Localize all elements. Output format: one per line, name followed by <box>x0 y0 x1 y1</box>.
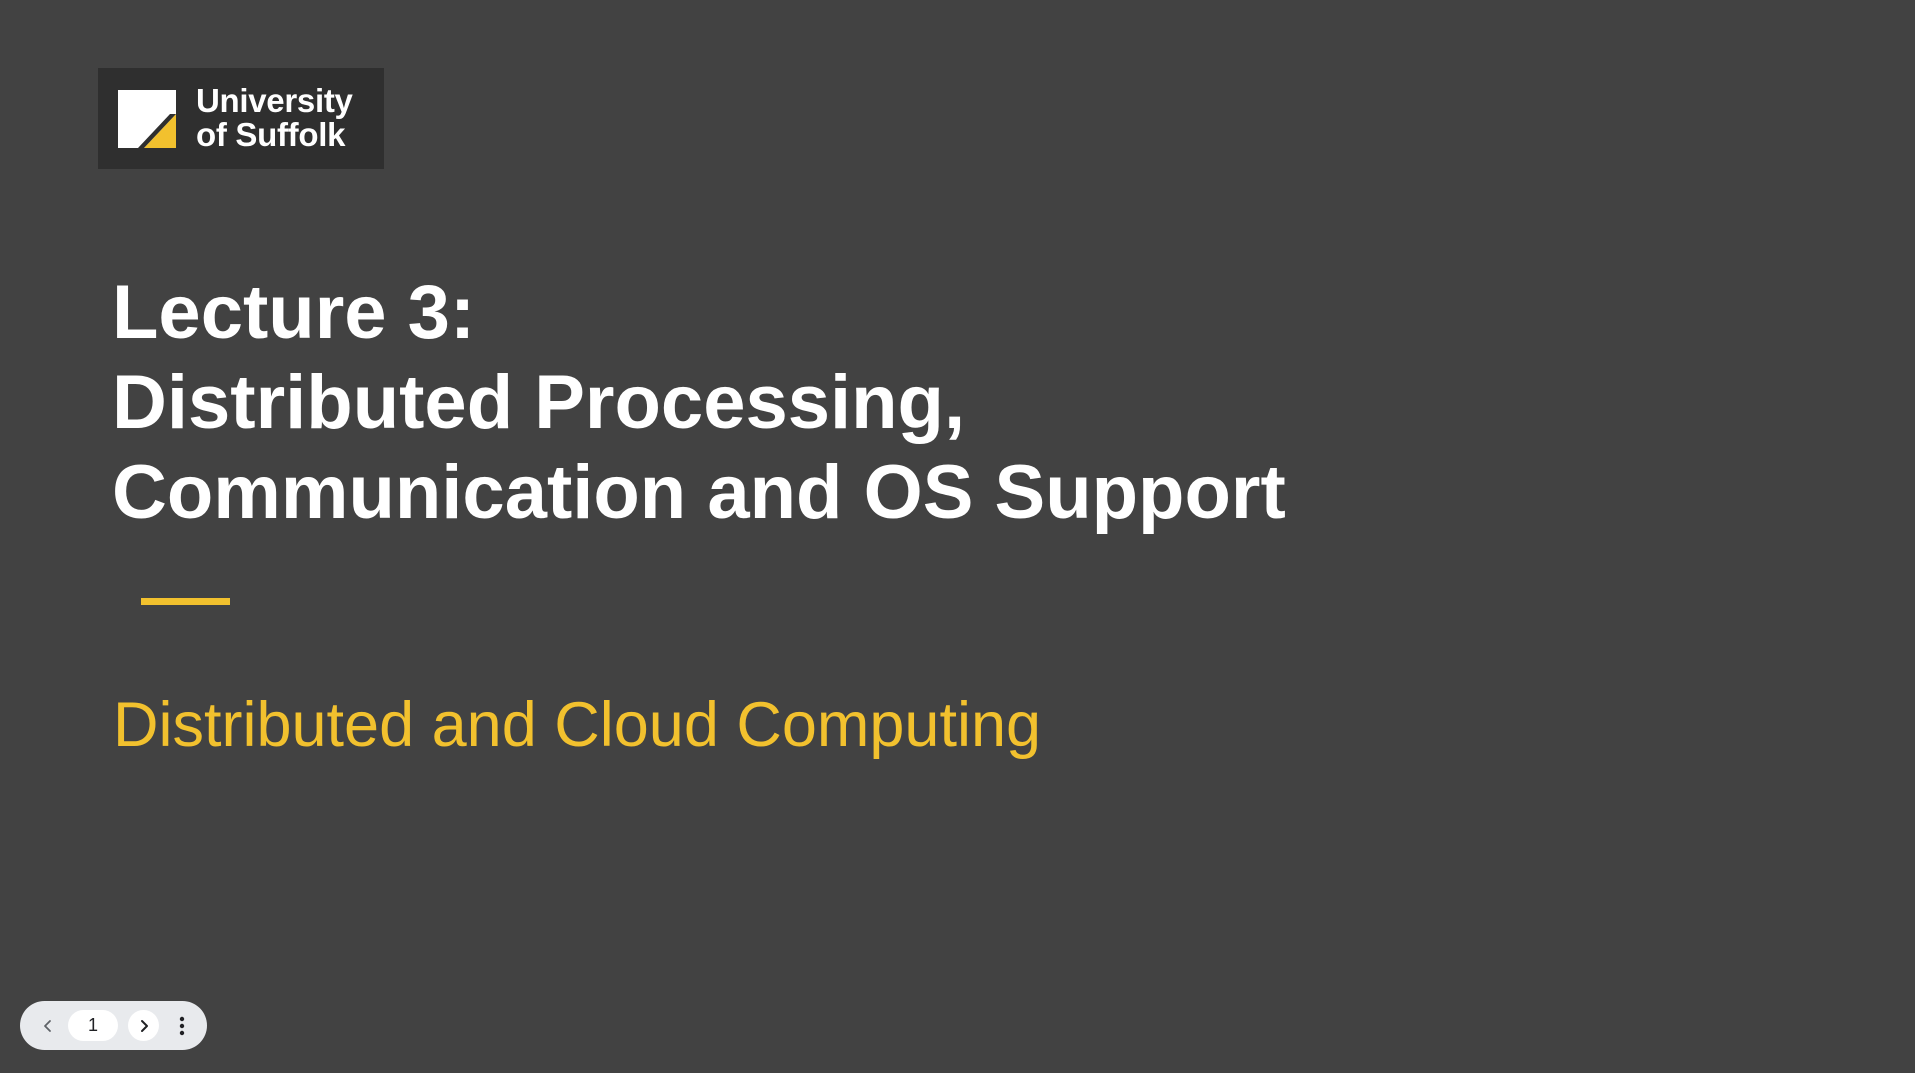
accent-divider <box>141 598 230 605</box>
title-line-1: Lecture 3: <box>112 270 476 355</box>
previous-slide-button[interactable] <box>32 1010 63 1041</box>
logo-line-1: University <box>196 82 353 119</box>
chevron-right-icon <box>140 1019 148 1032</box>
title-line-2: Distributed Processing, <box>112 360 966 445</box>
page-number-field[interactable]: 1 <box>68 1010 118 1041</box>
slide-subtitle: Distributed and Cloud Computing <box>113 690 1042 760</box>
title-line-3: Communication and OS Support <box>112 450 1286 535</box>
chevron-left-icon <box>43 1019 51 1032</box>
logo-mark-icon <box>118 90 176 148</box>
logo-wordmark: University of Suffolk <box>196 84 353 152</box>
next-slide-button[interactable] <box>128 1010 159 1041</box>
slide-title: Lecture 3: Distributed Processing, Commu… <box>112 268 1512 538</box>
logo-line-2: of Suffolk <box>196 116 346 153</box>
university-logo: University of Suffolk <box>98 68 384 169</box>
slide-navigation: 1 <box>20 1001 207 1050</box>
more-options-button[interactable] <box>166 1010 197 1041</box>
more-vertical-icon <box>179 1016 184 1035</box>
